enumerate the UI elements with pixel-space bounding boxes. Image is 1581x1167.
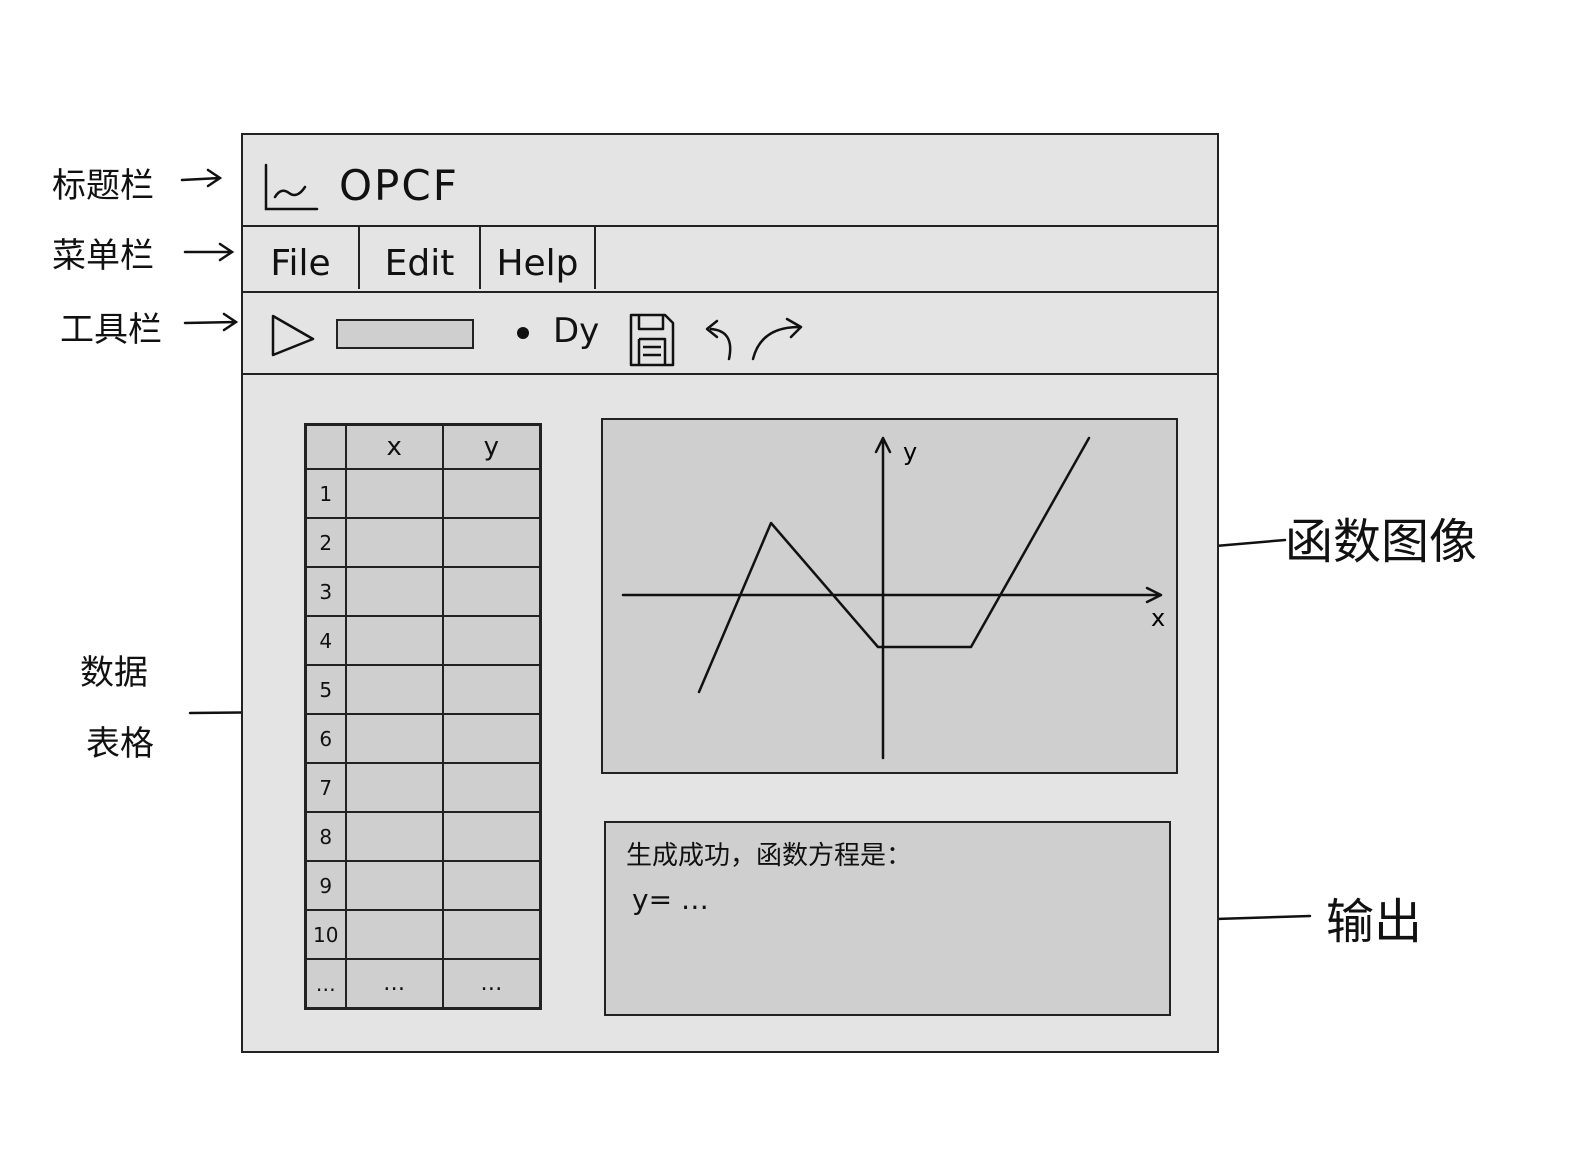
- annotation-function-graph: 函数图像: [1285, 514, 1478, 570]
- cell-x[interactable]: …: [344, 958, 444, 1010]
- row-number: 6: [304, 713, 347, 764]
- cell-x[interactable]: [344, 517, 444, 568]
- cell-x[interactable]: [344, 909, 444, 960]
- cell-y[interactable]: [441, 468, 542, 519]
- menu-file[interactable]: File: [243, 227, 360, 289]
- table-row: 5: [304, 664, 542, 715]
- table-row: 10: [304, 909, 542, 960]
- menu-help[interactable]: Help: [481, 227, 596, 289]
- y-axis: [874, 436, 892, 760]
- table-row: 4: [304, 615, 542, 666]
- table-row: 2: [304, 517, 542, 568]
- row-number: 7: [304, 762, 347, 813]
- y-axis-label: y: [903, 438, 917, 466]
- cell-x[interactable]: [344, 811, 444, 862]
- cell-y[interactable]: [441, 517, 542, 568]
- output-message: 生成成功，函数方程是：: [626, 841, 913, 871]
- row-number: 5: [304, 664, 347, 715]
- arrow-title-bar: [180, 168, 223, 188]
- cell-x[interactable]: [344, 713, 444, 764]
- toolbar-input[interactable]: [336, 319, 474, 349]
- cell-x[interactable]: [344, 762, 444, 813]
- cell-x[interactable]: [344, 860, 444, 911]
- table-header-index: [304, 423, 347, 470]
- function-graph-canvas: y x: [621, 436, 1165, 760]
- annotation-menu-bar: 菜单栏: [52, 236, 154, 276]
- table-row: 9: [304, 860, 542, 911]
- row-number: 4: [304, 615, 347, 666]
- annotation-data-table-line1: 数据: [80, 653, 148, 693]
- table-header-row: x y: [304, 423, 542, 470]
- redo-icon[interactable]: [749, 315, 807, 363]
- table-row: 8: [304, 811, 542, 862]
- cell-y[interactable]: [441, 909, 542, 960]
- row-number: 3: [304, 566, 347, 617]
- table-row: ………: [304, 958, 542, 1010]
- output-equation: y= …: [632, 883, 709, 916]
- save-icon[interactable]: [627, 311, 677, 369]
- table-row: 7: [304, 762, 542, 813]
- cell-y[interactable]: [441, 664, 542, 715]
- row-number: 1: [304, 468, 347, 519]
- app-window: OPCF File Edit Help Dy: [241, 133, 1219, 1053]
- cell-x[interactable]: [344, 664, 444, 715]
- cell-y[interactable]: [441, 860, 542, 911]
- play-icon[interactable]: [269, 313, 317, 359]
- table-header-x: x: [344, 423, 444, 470]
- title-bar: OPCF: [243, 135, 1217, 227]
- toolbar: Dy: [243, 293, 1217, 375]
- arrow-menu-bar: [183, 242, 235, 262]
- menu-edit[interactable]: Edit: [360, 227, 481, 289]
- cell-x[interactable]: [344, 566, 444, 617]
- x-axis-label: x: [1151, 604, 1165, 632]
- output-panel: 生成成功，函数方程是： y= …: [604, 821, 1171, 1016]
- function-curve: [697, 436, 1091, 694]
- table-row: 6: [304, 713, 542, 764]
- table-row: 1: [304, 468, 542, 519]
- annotation-toolbar: 工具栏: [60, 310, 162, 350]
- function-graph: y x: [601, 418, 1178, 774]
- table-header-y: y: [441, 423, 542, 470]
- row-number: 2: [304, 517, 347, 568]
- annotation-data-table-line2: 表格: [86, 724, 154, 764]
- cell-x[interactable]: [344, 468, 444, 519]
- cell-y[interactable]: [441, 615, 542, 666]
- annotation-title-bar: 标题栏: [52, 166, 154, 206]
- cell-x[interactable]: [344, 615, 444, 666]
- cell-y[interactable]: [441, 811, 542, 862]
- cell-y[interactable]: [441, 713, 542, 764]
- row-number: 8: [304, 811, 347, 862]
- row-number: 9: [304, 860, 347, 911]
- table-row: 3: [304, 566, 542, 617]
- line-chart-icon: [264, 163, 319, 211]
- row-number: 10: [304, 909, 347, 960]
- x-axis: [621, 586, 1163, 604]
- annotation-output: 输出: [1326, 894, 1423, 950]
- window-title: OPCF: [339, 161, 459, 210]
- dot-icon: [517, 327, 529, 339]
- menu-bar: File Edit Help: [243, 227, 1217, 293]
- undo-icon[interactable]: [701, 317, 741, 363]
- cell-y[interactable]: [441, 566, 542, 617]
- cell-y[interactable]: …: [441, 958, 542, 1010]
- dy-button[interactable]: Dy: [553, 311, 600, 351]
- cell-y[interactable]: [441, 762, 542, 813]
- data-table: x y 1 2 3 4 5 6 7 8 9 10 ………: [304, 423, 542, 1010]
- row-number: …: [304, 958, 347, 1010]
- arrow-toolbar: [183, 312, 239, 332]
